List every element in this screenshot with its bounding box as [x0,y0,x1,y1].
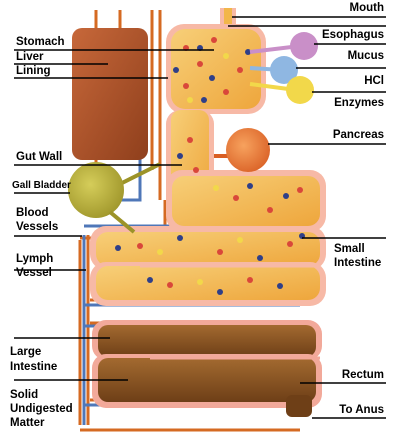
leader-lines-right [228,16,386,419]
stomach [166,24,266,114]
label-solid-2: Undigested [10,403,73,415]
label-to-anus: To Anus [339,404,384,416]
labels: Mouth Esophagus Mucus HCl Enzymes Pancre… [10,2,384,429]
label-large-1: Large [10,346,41,358]
mucus-gland [290,32,318,60]
secretion-glands [249,32,318,104]
label-small-2: Intestine [334,257,381,269]
gall-bladder [68,162,161,234]
label-rectum: Rectum [342,369,384,381]
label-lymph-1: Lymph [16,253,53,265]
food-particles [115,37,305,295]
label-mouth: Mouth [350,2,384,14]
hcl-gland [270,56,298,84]
label-blood-2: Vessels [16,221,58,233]
label-large-2: Intestine [10,361,57,373]
label-lymph-2: Vessel [16,267,52,279]
label-solid-3: Matter [10,417,45,429]
label-pancreas: Pancreas [333,129,384,141]
leader-lines-left [14,49,214,381]
label-esophagus: Esophagus [322,29,384,41]
label-hcl: HCl [364,75,384,87]
lymph-vessel-1 [120,140,142,202]
label-small-1: Small [334,243,365,255]
label-gall-bladder: Gall Bladder [12,180,71,191]
rectum-outlet [286,395,312,417]
label-solid-1: Solid [10,389,38,401]
large-intestine [92,320,322,417]
label-mucus: Mucus [348,50,384,62]
label-gut-wall: Gut Wall [16,151,62,163]
label-liver: Liver [16,51,44,63]
liver [72,12,148,160]
label-enzymes: Enzymes [334,97,384,109]
pancreas [214,128,270,172]
label-blood-1: Blood [16,207,49,219]
small-intestine [90,170,326,306]
label-stomach: Stomach [16,36,65,48]
label-lining: Lining [16,65,51,77]
enzymes-gland [286,76,314,104]
